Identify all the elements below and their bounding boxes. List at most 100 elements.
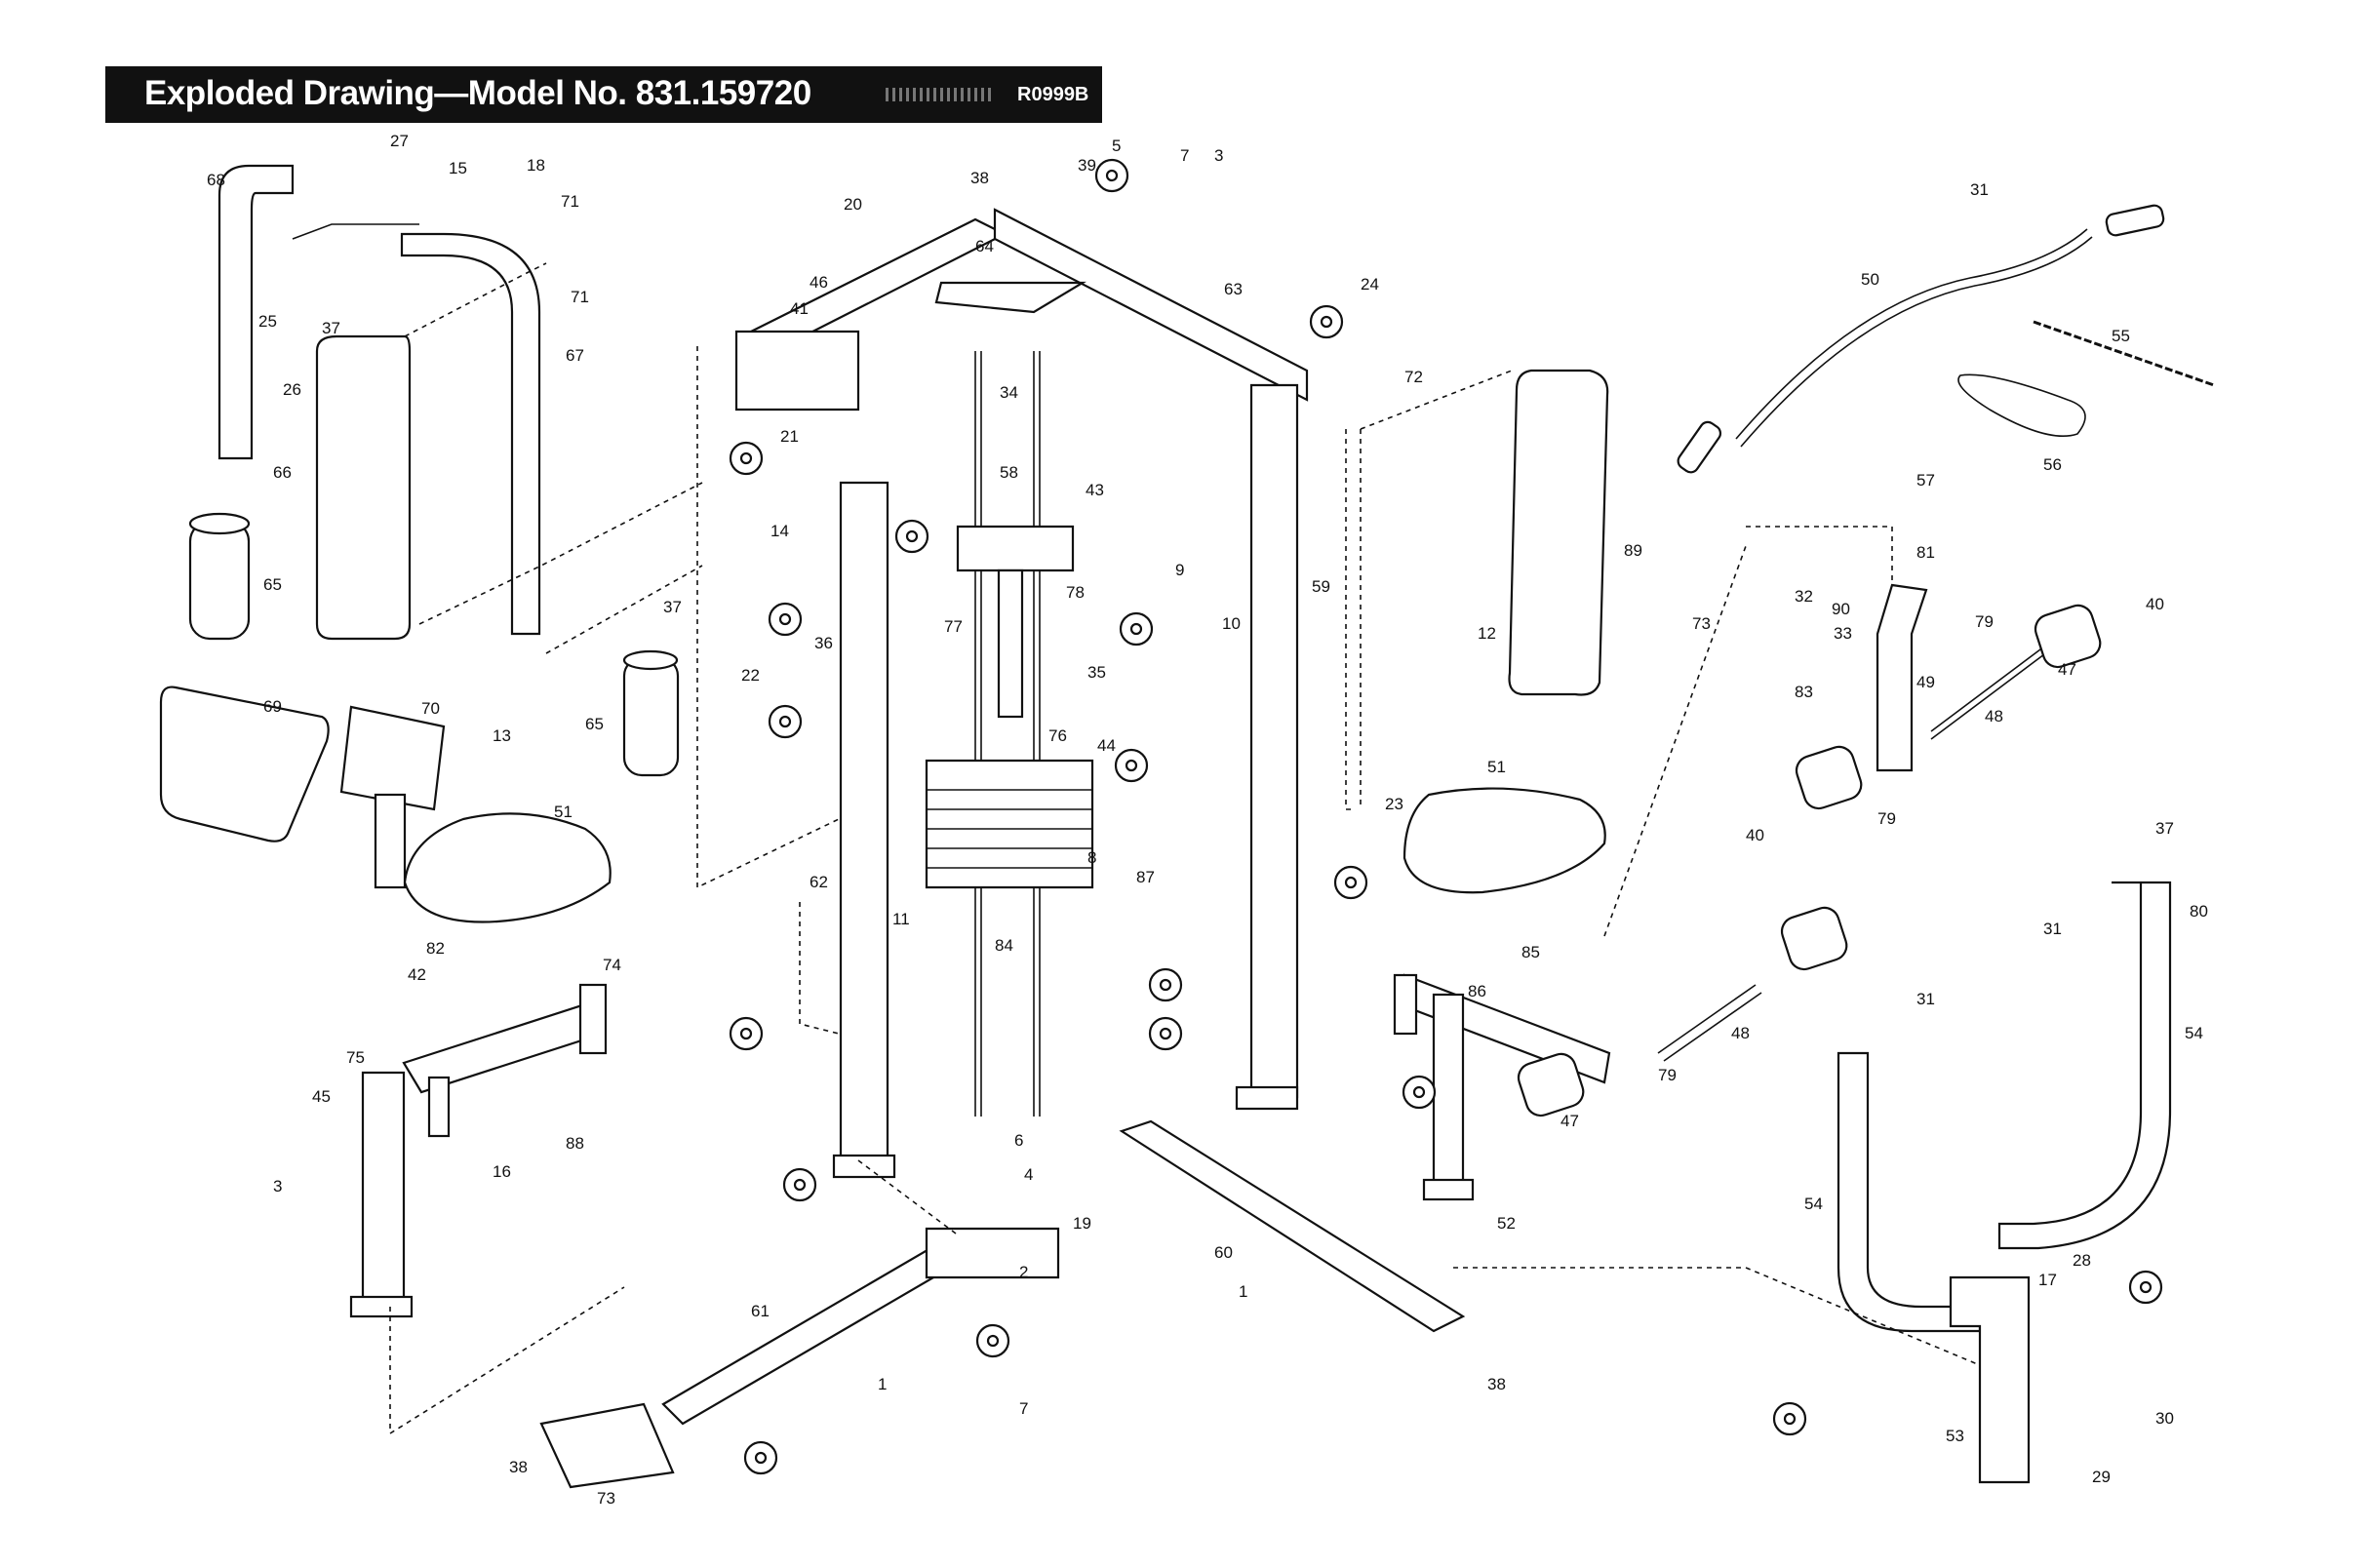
part-labels: 68 27 15 18 71 71 37 25 26 67 66 65 69 7… [207,132,2208,1508]
label-81: 81 [1916,543,1935,562]
label-38: 38 [970,169,989,187]
label-66: 66 [273,463,292,482]
label-37b: 37 [663,598,682,616]
label-4: 4 [1024,1165,1033,1184]
label-2: 2 [1019,1263,1028,1281]
label-7b: 7 [1019,1399,1028,1418]
label-24: 24 [1361,275,1379,294]
label-70: 70 [421,699,440,718]
label-59: 59 [1312,577,1330,596]
label-74: 74 [603,956,621,974]
label-37c: 37 [2155,819,2174,838]
seat-frame-left [349,983,608,1318]
foam-roller-65-left [188,512,251,641]
label-39: 39 [1078,156,1096,175]
label-8: 8 [1087,848,1096,867]
back-pad-89 [1508,369,1609,696]
label-26: 26 [283,380,301,399]
label-84: 84 [995,936,1013,955]
label-33: 33 [1834,624,1852,643]
label-31c: 31 [1916,990,1935,1008]
label-30: 30 [2155,1409,2174,1428]
label-63: 63 [1224,280,1243,298]
label-79c: 79 [1658,1066,1677,1084]
label-68: 68 [207,171,225,189]
label-85: 85 [1521,943,1540,961]
label-73b: 73 [1692,614,1711,633]
label-3: 3 [273,1177,282,1196]
label-10: 10 [1222,614,1241,633]
label-46: 46 [810,273,828,292]
label-45: 45 [312,1087,331,1106]
label-86: 86 [1468,982,1486,1000]
label-21: 21 [780,427,799,446]
label-25: 25 [258,312,277,331]
label-62: 62 [810,873,828,891]
label-76: 76 [1048,726,1067,745]
label-38c: 38 [1487,1375,1506,1393]
label-15: 15 [449,159,467,177]
label-44: 44 [1097,736,1116,755]
right-seat-frame [1393,787,1611,1201]
label-79b: 79 [1877,809,1896,828]
label-87: 87 [1136,868,1155,886]
label-11: 11 [892,910,910,928]
label-28: 28 [2073,1251,2091,1270]
leg-extension-assembly [1517,583,2102,1117]
label-56: 56 [2043,455,2062,474]
label-22: 22 [741,666,760,685]
label-13: 13 [493,726,511,745]
label-51: 51 [554,803,573,821]
strap-56 [1957,373,2086,437]
label-7: 7 [1180,146,1189,165]
label-83: 83 [1795,683,1813,701]
label-41: 41 [790,299,809,318]
label-9: 9 [1175,561,1184,579]
label-65: 65 [263,575,282,594]
pulleys [729,158,2163,1475]
label-42: 42 [408,965,426,984]
label-23: 23 [1385,795,1403,813]
label-54b: 54 [1804,1195,1823,1213]
label-75: 75 [346,1048,365,1067]
label-31b: 31 [2043,920,2062,938]
label-90: 90 [1832,600,1850,618]
lat-bar-50 [1735,228,2088,440]
label-54: 54 [2185,1024,2203,1042]
pad-post [374,793,407,889]
label-27: 27 [390,132,409,150]
label-36: 36 [814,634,833,652]
label-73: 73 [597,1489,615,1508]
label-89: 89 [1624,541,1642,560]
label-67: 67 [566,346,584,365]
label-64: 64 [975,237,994,255]
lat-bar-50-b [1740,236,2093,448]
label-65b: 65 [585,715,604,733]
label-17: 17 [2038,1271,2057,1289]
label-71b: 71 [571,288,589,306]
title-banner: Exploded Drawing—Model No. 831.159720 R0… [105,66,1102,123]
label-40b: 40 [1746,826,1764,844]
label-57: 57 [1916,471,1935,490]
label-58: 58 [1000,463,1018,482]
label-48: 48 [1985,707,2003,725]
arm-pad-69 [159,686,330,843]
label-6: 6 [1014,1131,1023,1150]
foam-roller-65-center [622,649,680,777]
label-40: 40 [2146,595,2164,613]
label-53: 53 [1946,1427,1964,1445]
main-tower-frame [539,208,1466,1489]
label-14: 14 [770,522,789,540]
label-88: 88 [566,1134,584,1153]
label-78: 78 [1066,583,1085,602]
label-50: 50 [1861,270,1879,289]
label-34: 34 [1000,383,1018,402]
label-47b: 47 [2058,660,2076,679]
label-79: 79 [1975,612,1994,631]
label-69: 69 [263,697,282,716]
page-title: Exploded Drawing—Model No. 831.159720 [144,74,811,112]
label-16: 16 [493,1162,511,1181]
seat-51-left [403,812,612,923]
label-48b: 48 [1731,1024,1750,1042]
